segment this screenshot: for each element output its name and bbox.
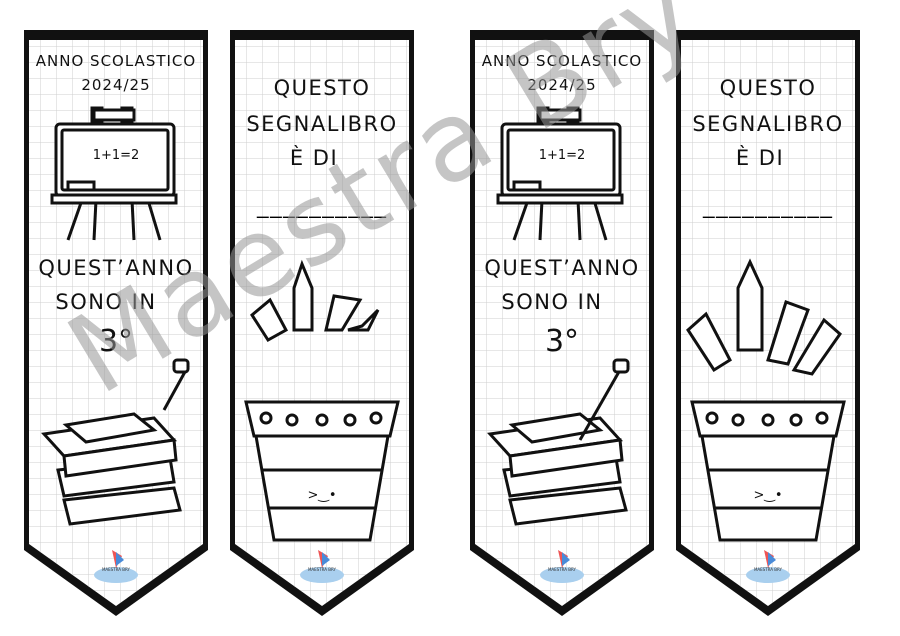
logo-icon bbox=[94, 550, 138, 583]
pot-face: >‿• bbox=[753, 488, 783, 503]
bookmark-frame bbox=[24, 30, 208, 616]
pencil-cup-icon bbox=[244, 259, 400, 542]
school-year-label: ANNO SCOLASTICO bbox=[35, 52, 197, 70]
this-year-label: QUEST’ANNO bbox=[484, 256, 640, 280]
belongs-to-label: È DI bbox=[289, 146, 339, 170]
bookmark-owner-2: QUESTO SEGNALIBRO È DI –––––––––– >‿• MA… bbox=[676, 30, 860, 616]
bookmark-label: SEGNALIBRO bbox=[692, 112, 844, 136]
bookmark-owner-1: QUESTO SEGNALIBRO È DI –––––––––– >‿• MA… bbox=[230, 30, 414, 616]
logo-icon bbox=[746, 550, 790, 583]
this-label: QUESTO bbox=[273, 76, 371, 100]
chalkboard-icon bbox=[496, 106, 624, 241]
logo-icon bbox=[540, 550, 584, 583]
bookmark-label: SEGNALIBRO bbox=[246, 112, 398, 136]
name-line[interactable]: –––––––––– bbox=[256, 204, 388, 228]
belongs-to-label: È DI bbox=[735, 146, 785, 170]
books-icon bbox=[40, 358, 190, 526]
this-label: QUESTO bbox=[719, 76, 817, 100]
name-line[interactable]: –––––––––– bbox=[702, 204, 834, 228]
this-year-label: QUEST’ANNO bbox=[38, 256, 194, 280]
logo: MAESTRA BRY bbox=[307, 567, 337, 572]
pencil-cup-icon bbox=[686, 258, 846, 542]
school-year-value: 2024/25 bbox=[527, 76, 597, 94]
chalkboard-text: 1+1=2 bbox=[92, 148, 140, 163]
logo: MAESTRA BRY bbox=[101, 567, 131, 572]
school-year-value: 2024/25 bbox=[81, 76, 151, 94]
logo-icon bbox=[300, 550, 344, 583]
logo: MAESTRA BRY bbox=[547, 567, 577, 572]
bookmark-class-2: ANNO SCOLASTICO 2024/25 1+1=2 QUEST’ANNO… bbox=[470, 30, 654, 616]
grade-value: 3° bbox=[544, 324, 580, 359]
i-am-in-label: SONO IN bbox=[501, 290, 603, 314]
books-icon bbox=[486, 358, 630, 526]
grade-value: 3° bbox=[98, 324, 134, 359]
bookmark-frame bbox=[470, 30, 654, 616]
chalkboard-icon bbox=[50, 106, 178, 241]
i-am-in-label: SONO IN bbox=[55, 290, 157, 314]
logo: MAESTRA BRY bbox=[753, 567, 783, 572]
pot-face: >‿• bbox=[307, 488, 337, 503]
chalkboard-text: 1+1=2 bbox=[538, 148, 586, 163]
school-year-label: ANNO SCOLASTICO bbox=[481, 52, 643, 70]
bookmark-class-1: ANNO SCOLASTICO 2024/25 1+1=2 QUEST’ANNO… bbox=[24, 30, 208, 616]
bookmark-frame bbox=[676, 30, 860, 616]
bookmark-frame bbox=[230, 30, 414, 616]
